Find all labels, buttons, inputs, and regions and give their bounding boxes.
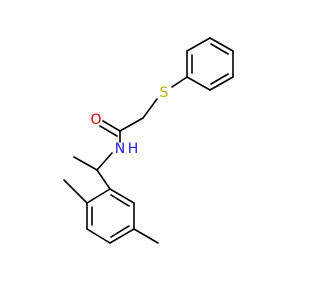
carbonyl-double-bond: [102, 120, 121, 132]
bond-methine-methyl: [73, 156, 98, 171]
bond-methine-aryl: [96, 169, 111, 190]
aromatic-double-bond: [210, 43, 229, 55]
bond-sulfur-ch2: [142, 98, 158, 119]
carbonyl-double-bond: [99, 125, 118, 137]
aromatic-double-bond: [110, 194, 130, 207]
dimethylphenyl-ring: [86, 188, 135, 244]
oxygen-atom-label: O: [90, 112, 101, 128]
sulfur-atom-label: S: [160, 85, 169, 101]
aromatic-double-bond: [210, 73, 229, 85]
bond: [86, 228, 111, 244]
bond-nitrogen-methine: [96, 152, 113, 171]
phenyl-ring-top: [186, 37, 234, 91]
molecule-structure: S O N H: [63, 37, 234, 244]
bond: [209, 76, 234, 91]
bond-ch2-carbonyl: [119, 117, 144, 132]
bond: [109, 188, 135, 204]
bond-ring-sulfur: [171, 76, 188, 88]
hydrogen-atom-label: H: [128, 141, 139, 157]
bond: [86, 188, 111, 204]
bond-meta-methyl: [133, 228, 159, 244]
aromatic-double-bond: [110, 225, 130, 238]
nitrogen-atom-label: N: [115, 141, 125, 157]
bond-ortho-methyl: [63, 179, 88, 204]
bond: [209, 37, 234, 52]
bond: [109, 228, 135, 244]
bond: [186, 37, 211, 52]
bond: [186, 76, 211, 91]
